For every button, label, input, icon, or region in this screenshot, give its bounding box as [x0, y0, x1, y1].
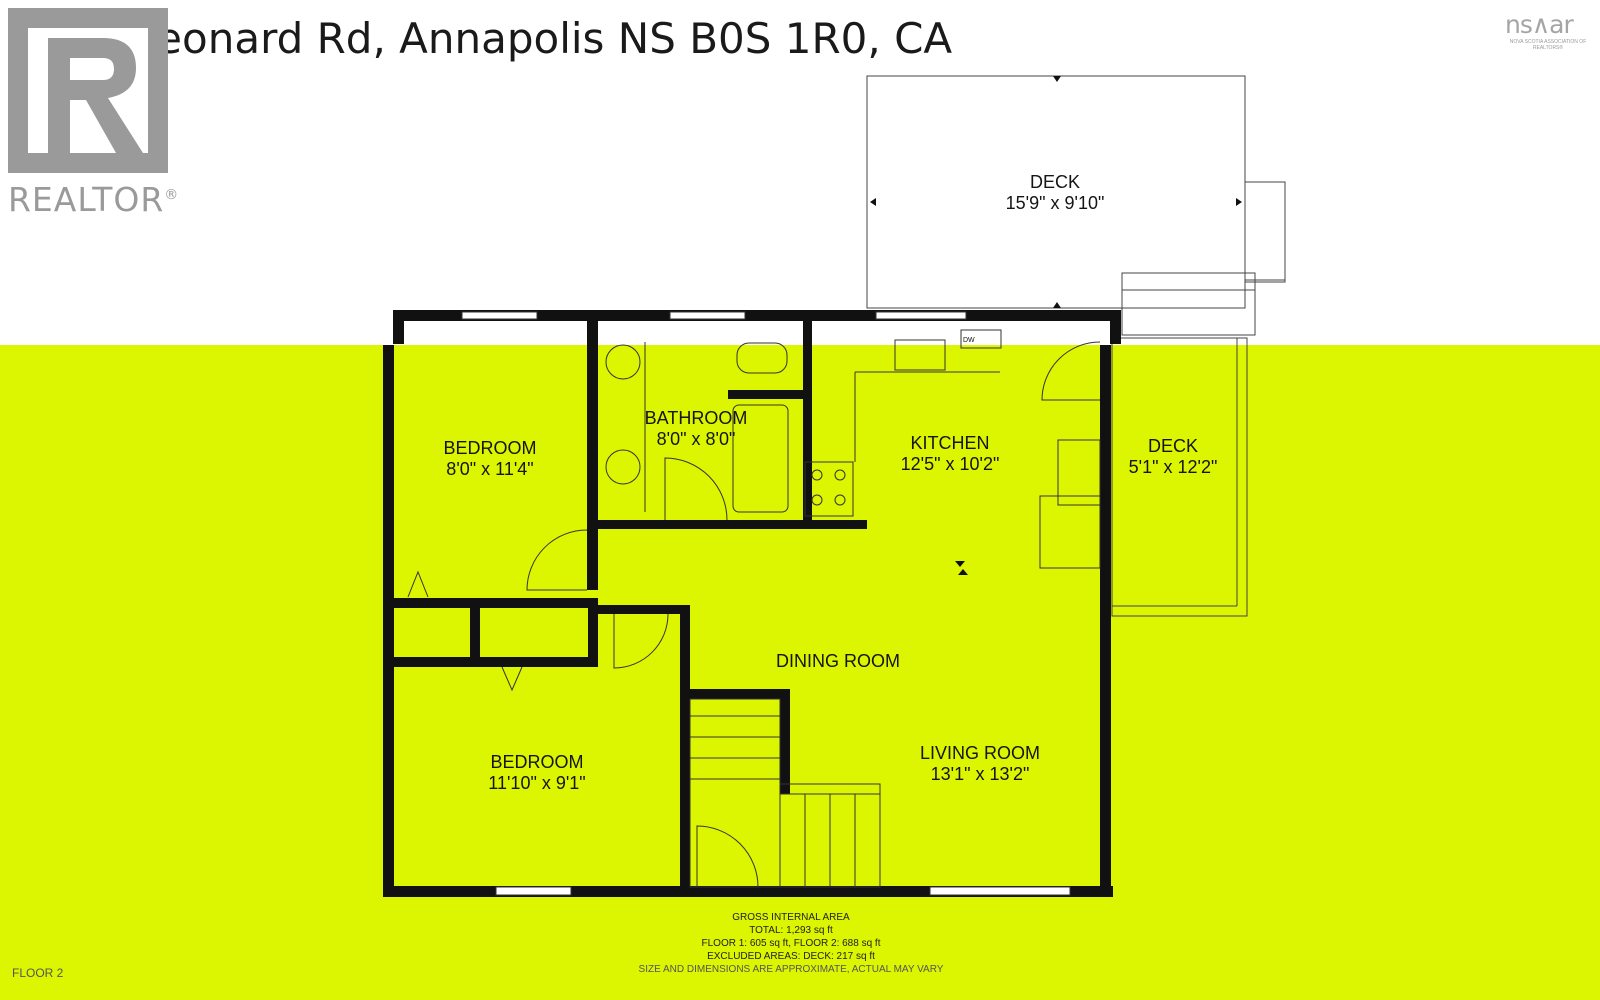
bathtub-icon	[732, 404, 789, 513]
toilet-icon	[736, 342, 788, 374]
wall-top	[393, 310, 1121, 321]
dishwasher-label: DW	[963, 337, 975, 344]
wall-left	[383, 345, 394, 897]
wall-bottom	[383, 886, 1113, 897]
side-deck	[1111, 337, 1248, 617]
counter-icon	[1039, 495, 1101, 569]
realtor-logo: REALTOR®	[8, 8, 188, 219]
deck-stairs	[1121, 272, 1256, 336]
area-excluded: EXCLUDED AREAS: DECK: 217 sq ft	[707, 951, 875, 962]
realtor-wordmark: REALTOR®	[8, 180, 180, 219]
side-deck-outline	[1111, 337, 1248, 617]
area-disclaimer: SIZE AND DIMENSIONS ARE APPROXIMATE, ACT…	[638, 964, 944, 975]
page-title: 681 Leonard Rd, Annapolis NS B0S 1R0, CA	[40, 14, 953, 63]
bathroom-fixtures	[605, 342, 789, 521]
door-swing	[664, 457, 728, 521]
floor-label: FLOOR 2	[12, 966, 64, 980]
door-swing	[696, 825, 759, 888]
door-swing	[613, 613, 669, 669]
closet-door	[501, 666, 523, 692]
closet-door	[407, 570, 429, 598]
dimension-markers	[870, 76, 1242, 575]
stairs	[689, 698, 781, 888]
kitchen-fixtures	[804, 329, 1101, 569]
kitchen-sink-icon	[894, 339, 946, 371]
doors-stairs	[407, 529, 881, 888]
area-heading: GROSS INTERNAL AREA	[732, 912, 850, 923]
room-label-dining-room: DINING ROOM	[776, 651, 900, 671]
door-swing	[1041, 341, 1101, 401]
nsar-logo: ns∧ar NOVA SCOTIA ASSOCIATION OF REALTOR…	[1505, 10, 1595, 60]
stove-icon	[804, 461, 854, 517]
area-summary: GROSS INTERNAL AREA TOTAL: 1,293 sq ft F…	[591, 911, 991, 976]
sink-icon	[605, 344, 641, 380]
nsar-wordmark: ns∧ar	[1505, 10, 1574, 39]
walls	[383, 310, 1121, 897]
nsar-subtitle: NOVA SCOTIA ASSOCIATION OF REALTORS®	[1509, 39, 1587, 51]
wall-right	[1100, 345, 1111, 897]
deck-steps-right	[1244, 181, 1286, 283]
counter-icon	[1057, 439, 1101, 506]
realtor-r-icon	[8, 8, 168, 173]
windows	[461, 311, 1071, 896]
door-swing	[526, 529, 588, 591]
area-total: TOTAL: 1,293 sq ft	[749, 925, 833, 936]
dishwasher-icon	[960, 329, 1002, 349]
area-floors: FLOOR 1: 605 sq ft, FLOOR 2: 688 sq ft	[701, 938, 881, 949]
sink-icon	[605, 449, 641, 485]
